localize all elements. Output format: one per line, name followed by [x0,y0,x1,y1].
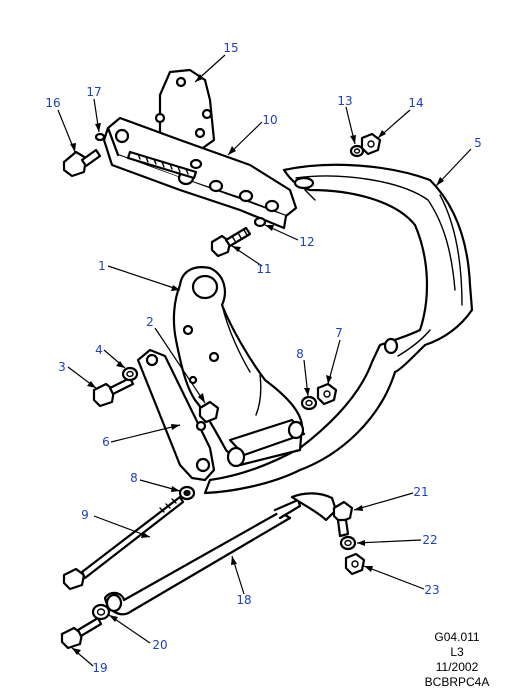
callout-14: 14 [408,96,424,110]
callout-7: 7 [335,326,343,340]
nut-part-14 [360,132,382,156]
drawing-id: BCBRPC4A [424,675,490,689]
callout-17: 17 [86,85,102,99]
callout-3: 3 [58,360,66,374]
callout-2: 2 [146,315,154,329]
threaded-rod [126,150,198,180]
callout-22: 22 [422,533,438,547]
callout-8-upper: 8 [296,347,304,361]
washer-part-22 [339,535,357,551]
washer-part-8-lower [178,485,196,501]
washer-part-8-upper [300,395,318,411]
washer-part-12 [253,216,267,228]
drawing-level: L3 [450,645,464,659]
bolt-part-11 [210,226,252,258]
callout-10: 10 [262,113,278,127]
support-rod-part-18 [103,498,302,616]
bolt-part-21 [332,500,354,538]
callout-5: 5 [474,136,482,150]
drawing-date: 11/2002 [435,660,479,674]
washer-part-17 [94,132,106,142]
callout-6: 6 [102,435,110,449]
belt-guard-part-5 [203,163,474,495]
bolt-part-2 [198,400,220,424]
main-bracket-part-1 [172,266,306,468]
callout-1: 1 [98,259,106,273]
nut-part-7 [316,382,338,406]
callout-15: 15 [223,41,239,55]
washer-part-4 [121,366,139,382]
callout-8-lower: 8 [130,471,138,485]
callout-21: 21 [413,485,429,499]
bolt-part-16 [62,148,102,178]
callout-20: 20 [152,638,168,652]
washer-part-20 [91,603,111,621]
callout-18: 18 [236,593,252,607]
nut-part-23 [344,552,366,576]
adjuster-bracket-part-10 [102,116,298,230]
callout-16: 16 [45,96,61,110]
washer-part-13 [349,144,365,158]
bolt-part-3 [92,376,135,408]
callout-9: 9 [81,508,89,522]
callout-19: 19 [92,661,108,675]
bolt-part-19 [60,616,103,650]
callout-13: 13 [337,94,353,108]
long-bolt-part-9 [62,495,185,591]
callout-12: 12 [299,235,315,249]
drawing-reference-block: G04.011 L3 11/2002 BCBRPC4A [412,630,502,690]
leader-lines [57,54,472,667]
callout-4: 4 [95,343,103,357]
callout-23: 23 [424,583,440,597]
drawing-code: G04.011 [434,630,480,644]
callout-11: 11 [256,262,272,276]
tension-link-part-6 [136,348,216,482]
